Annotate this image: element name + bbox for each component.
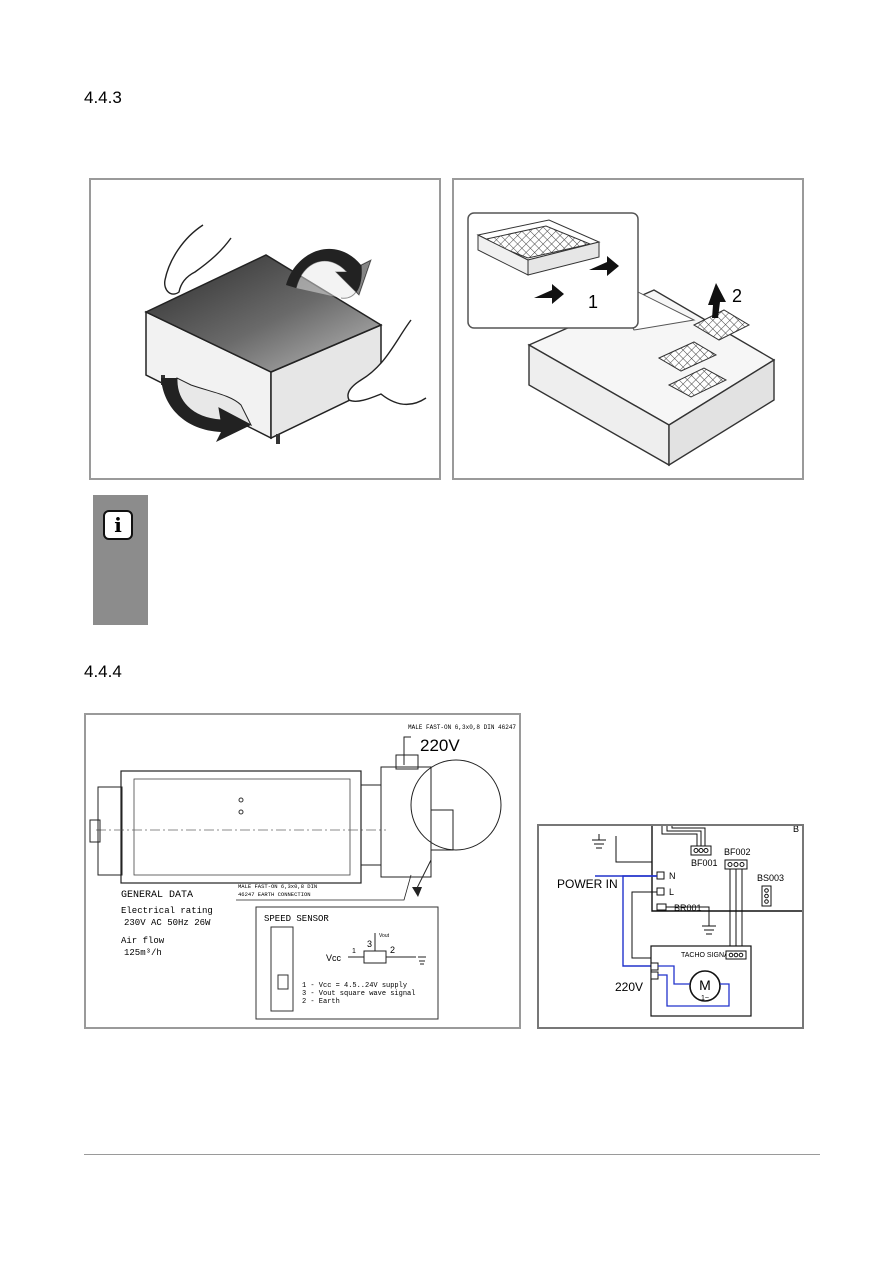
label-br001: BR001 bbox=[674, 903, 702, 913]
connector-bottom-label-2: 46247 EARTH CONNECTION bbox=[238, 891, 311, 898]
label-n: N bbox=[669, 871, 676, 881]
figure-fan-drawing: MALE FAST-ON 6,3x0,8 DIN 46247 220V MALE… bbox=[84, 713, 521, 1029]
sensor-note-1: 1 - Vcc = 4.5..24V supply bbox=[302, 982, 407, 990]
sensor-vout: Vout bbox=[379, 933, 390, 939]
label-bf001: BF001 bbox=[691, 858, 718, 868]
fan-drawing: MALE FAST-ON 6,3x0,8 DIN 46247 220V MALE… bbox=[89, 724, 516, 1020]
figure-unit-flip bbox=[89, 178, 441, 480]
label-power-in: POWER IN bbox=[557, 877, 618, 891]
info-icon: i bbox=[103, 510, 133, 540]
wiring-diagram: B BF001 BF002 BS003 POWER IN bbox=[557, 826, 802, 1017]
section-heading-4-4-3: 4.4.3 bbox=[84, 88, 122, 107]
wiring-corner-label: B bbox=[793, 826, 799, 834]
sensor-note-2: 3 - Vout square wave signal bbox=[302, 990, 415, 998]
airflow-label: Air flow bbox=[121, 936, 165, 946]
rating-label: Electrical rating bbox=[121, 906, 213, 916]
label-tacho: TACHO SIGNAL bbox=[681, 952, 733, 959]
footer-divider bbox=[84, 1154, 820, 1155]
label-l: L bbox=[669, 887, 674, 897]
info-sidebar: i bbox=[93, 495, 148, 625]
connector-top-label: MALE FAST-ON 6,3x0,8 DIN 46247 bbox=[408, 724, 516, 731]
sensor-note-3: 2 - Earth bbox=[302, 998, 340, 1006]
label-bf002: BF002 bbox=[724, 847, 751, 857]
unit-flip-illustration bbox=[144, 224, 427, 444]
label-bs003: BS003 bbox=[757, 873, 784, 883]
label-motor: M bbox=[699, 977, 711, 993]
sensor-pin-2: 2 bbox=[390, 945, 395, 955]
general-data-title: GENERAL DATA bbox=[121, 890, 193, 901]
sensor-vcc: Vcc bbox=[326, 953, 342, 963]
section-heading-4-4-4: 4.4.4 bbox=[84, 662, 122, 681]
sensor-pin-3: 3 bbox=[367, 939, 372, 949]
callout-2: 2 bbox=[732, 286, 742, 306]
connector-bottom-label-1: MALE FAST-ON 6,3x0,8 DIN bbox=[238, 883, 317, 890]
airflow-value: 125m³/h bbox=[124, 948, 162, 958]
fan-voltage: 220V bbox=[420, 736, 460, 755]
label-wiring-voltage: 220V bbox=[615, 980, 643, 994]
speed-sensor-title: SPEED SENSOR bbox=[264, 914, 329, 924]
rating-value: 230V AC 50Hz 26W bbox=[124, 918, 211, 928]
label-motor-phase: 1~ bbox=[701, 995, 709, 1002]
sensor-pin-1: 1 bbox=[352, 948, 356, 955]
figure-filter-removal: 2 1 bbox=[452, 178, 804, 480]
filter-removal-illustration: 2 1 bbox=[467, 212, 776, 467]
callout-1: 1 bbox=[588, 292, 598, 312]
figure-wiring-diagram: B BF001 BF002 BS003 POWER IN bbox=[537, 824, 804, 1029]
